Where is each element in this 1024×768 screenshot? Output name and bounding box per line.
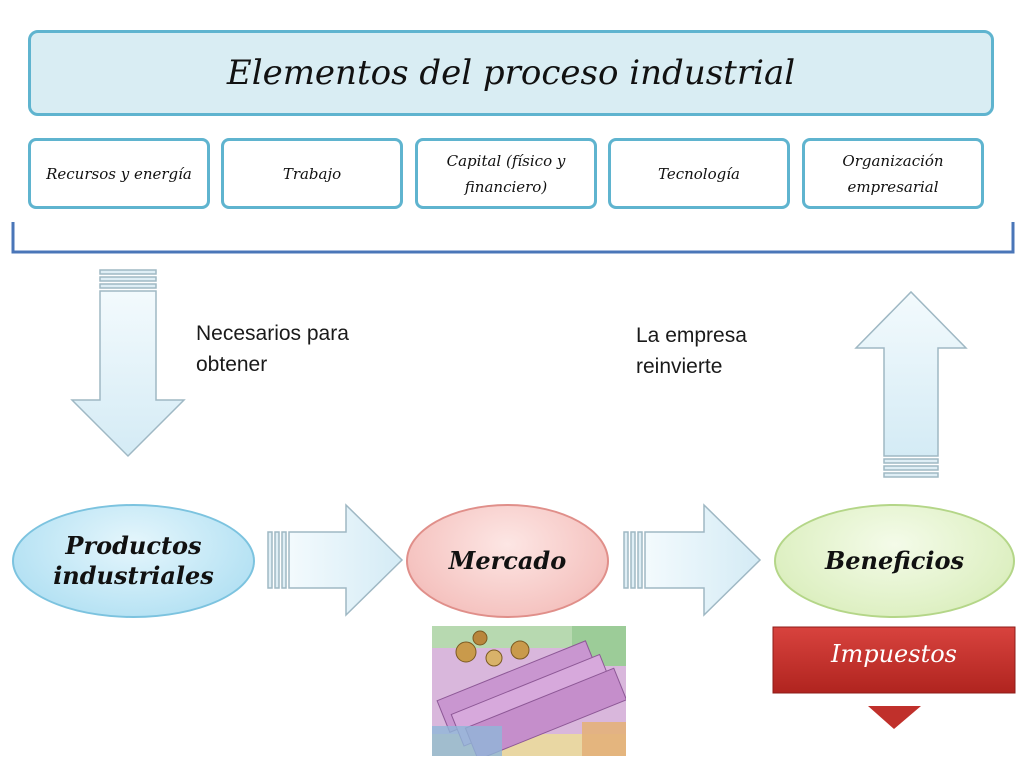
right-arrow-2 <box>623 503 762 617</box>
node-beneficios: Beneficios <box>774 504 1015 618</box>
node-productos-industriales: Productos industriales <box>12 504 255 618</box>
impuestos-banner-shape <box>772 626 1016 729</box>
caption-reinvierte: La empresa reinvierte <box>636 324 747 378</box>
node-mercado: Mercado <box>406 504 609 618</box>
money-image <box>432 626 626 756</box>
element-trabajo: Trabajo <box>221 138 403 209</box>
up-arrow <box>854 290 968 478</box>
diagram-title: Elementos del proceso industrial <box>226 53 796 93</box>
euro-banknotes-icon <box>432 626 626 756</box>
element-tecnologia: Tecnología <box>608 138 790 209</box>
grouping-bracket <box>11 222 1015 254</box>
caption-necesarios: Necesarios para obtener <box>196 322 349 376</box>
element-capital: Capital (físico y financiero) <box>415 138 597 209</box>
down-arrow <box>70 269 186 458</box>
element-organizacion: Organización empresarial <box>802 138 984 209</box>
diagram-title-box: Elementos del proceso industrial <box>28 30 994 116</box>
element-recursos-energia: Recursos y energía <box>28 138 210 209</box>
node-impuestos: Impuestos <box>831 640 957 668</box>
right-arrow-1 <box>267 503 404 617</box>
